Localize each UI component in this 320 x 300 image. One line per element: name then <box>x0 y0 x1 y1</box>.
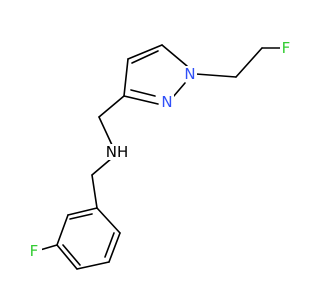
bond-b2-b3 <box>56 214 69 246</box>
bonds-layer <box>39 44 283 270</box>
atom-nh: NH <box>105 143 129 161</box>
bond-b1-b2 <box>67 207 98 216</box>
bond-n1-c5 <box>161 44 188 67</box>
bond-ch2-ring <box>91 174 98 209</box>
bond-b3-b4 <box>56 244 78 270</box>
bond-c4-c3 <box>123 58 129 97</box>
atom-label-f1: F <box>282 39 291 57</box>
bond-c3-ch2 <box>98 95 125 118</box>
bond-c-n1 <box>195 73 237 78</box>
bond-c5-c4 <box>127 44 163 60</box>
bond-b5-b6 <box>108 232 121 263</box>
atom-f2: F <box>28 242 42 260</box>
bond-ch2-nh <box>98 116 113 146</box>
atom-n1: N <box>183 65 197 83</box>
bond-b3-f2 <box>39 244 58 251</box>
bond-n2-n1 <box>172 82 186 98</box>
molecule-svg: F N N NH F <box>28 39 294 270</box>
bond-c-c-ethyl <box>235 47 263 78</box>
bond-b1-b2-double <box>69 213 93 220</box>
molecule-structure-diagram: F N N NH F <box>28 39 294 270</box>
atoms-layer: F N N NH F <box>28 39 294 260</box>
bond-b4-b5 <box>76 261 110 270</box>
bond-c3-n2-double <box>130 89 156 97</box>
bond-b5-b6-double <box>104 232 115 258</box>
bond-b6-b1 <box>96 207 121 234</box>
bond-nh-ch2 <box>91 157 113 176</box>
atom-label-f2: F <box>30 242 39 260</box>
bond-b3-b4-double <box>62 244 81 266</box>
bond-c3-n2 <box>123 95 159 105</box>
atom-f1: F <box>280 39 294 57</box>
atom-label-n1: N <box>184 65 195 83</box>
atom-n2: N <box>160 93 174 111</box>
atom-label-n2: N <box>161 93 172 111</box>
atom-label-nh: NH <box>106 143 129 161</box>
bond-c5-c4-double <box>131 50 159 64</box>
